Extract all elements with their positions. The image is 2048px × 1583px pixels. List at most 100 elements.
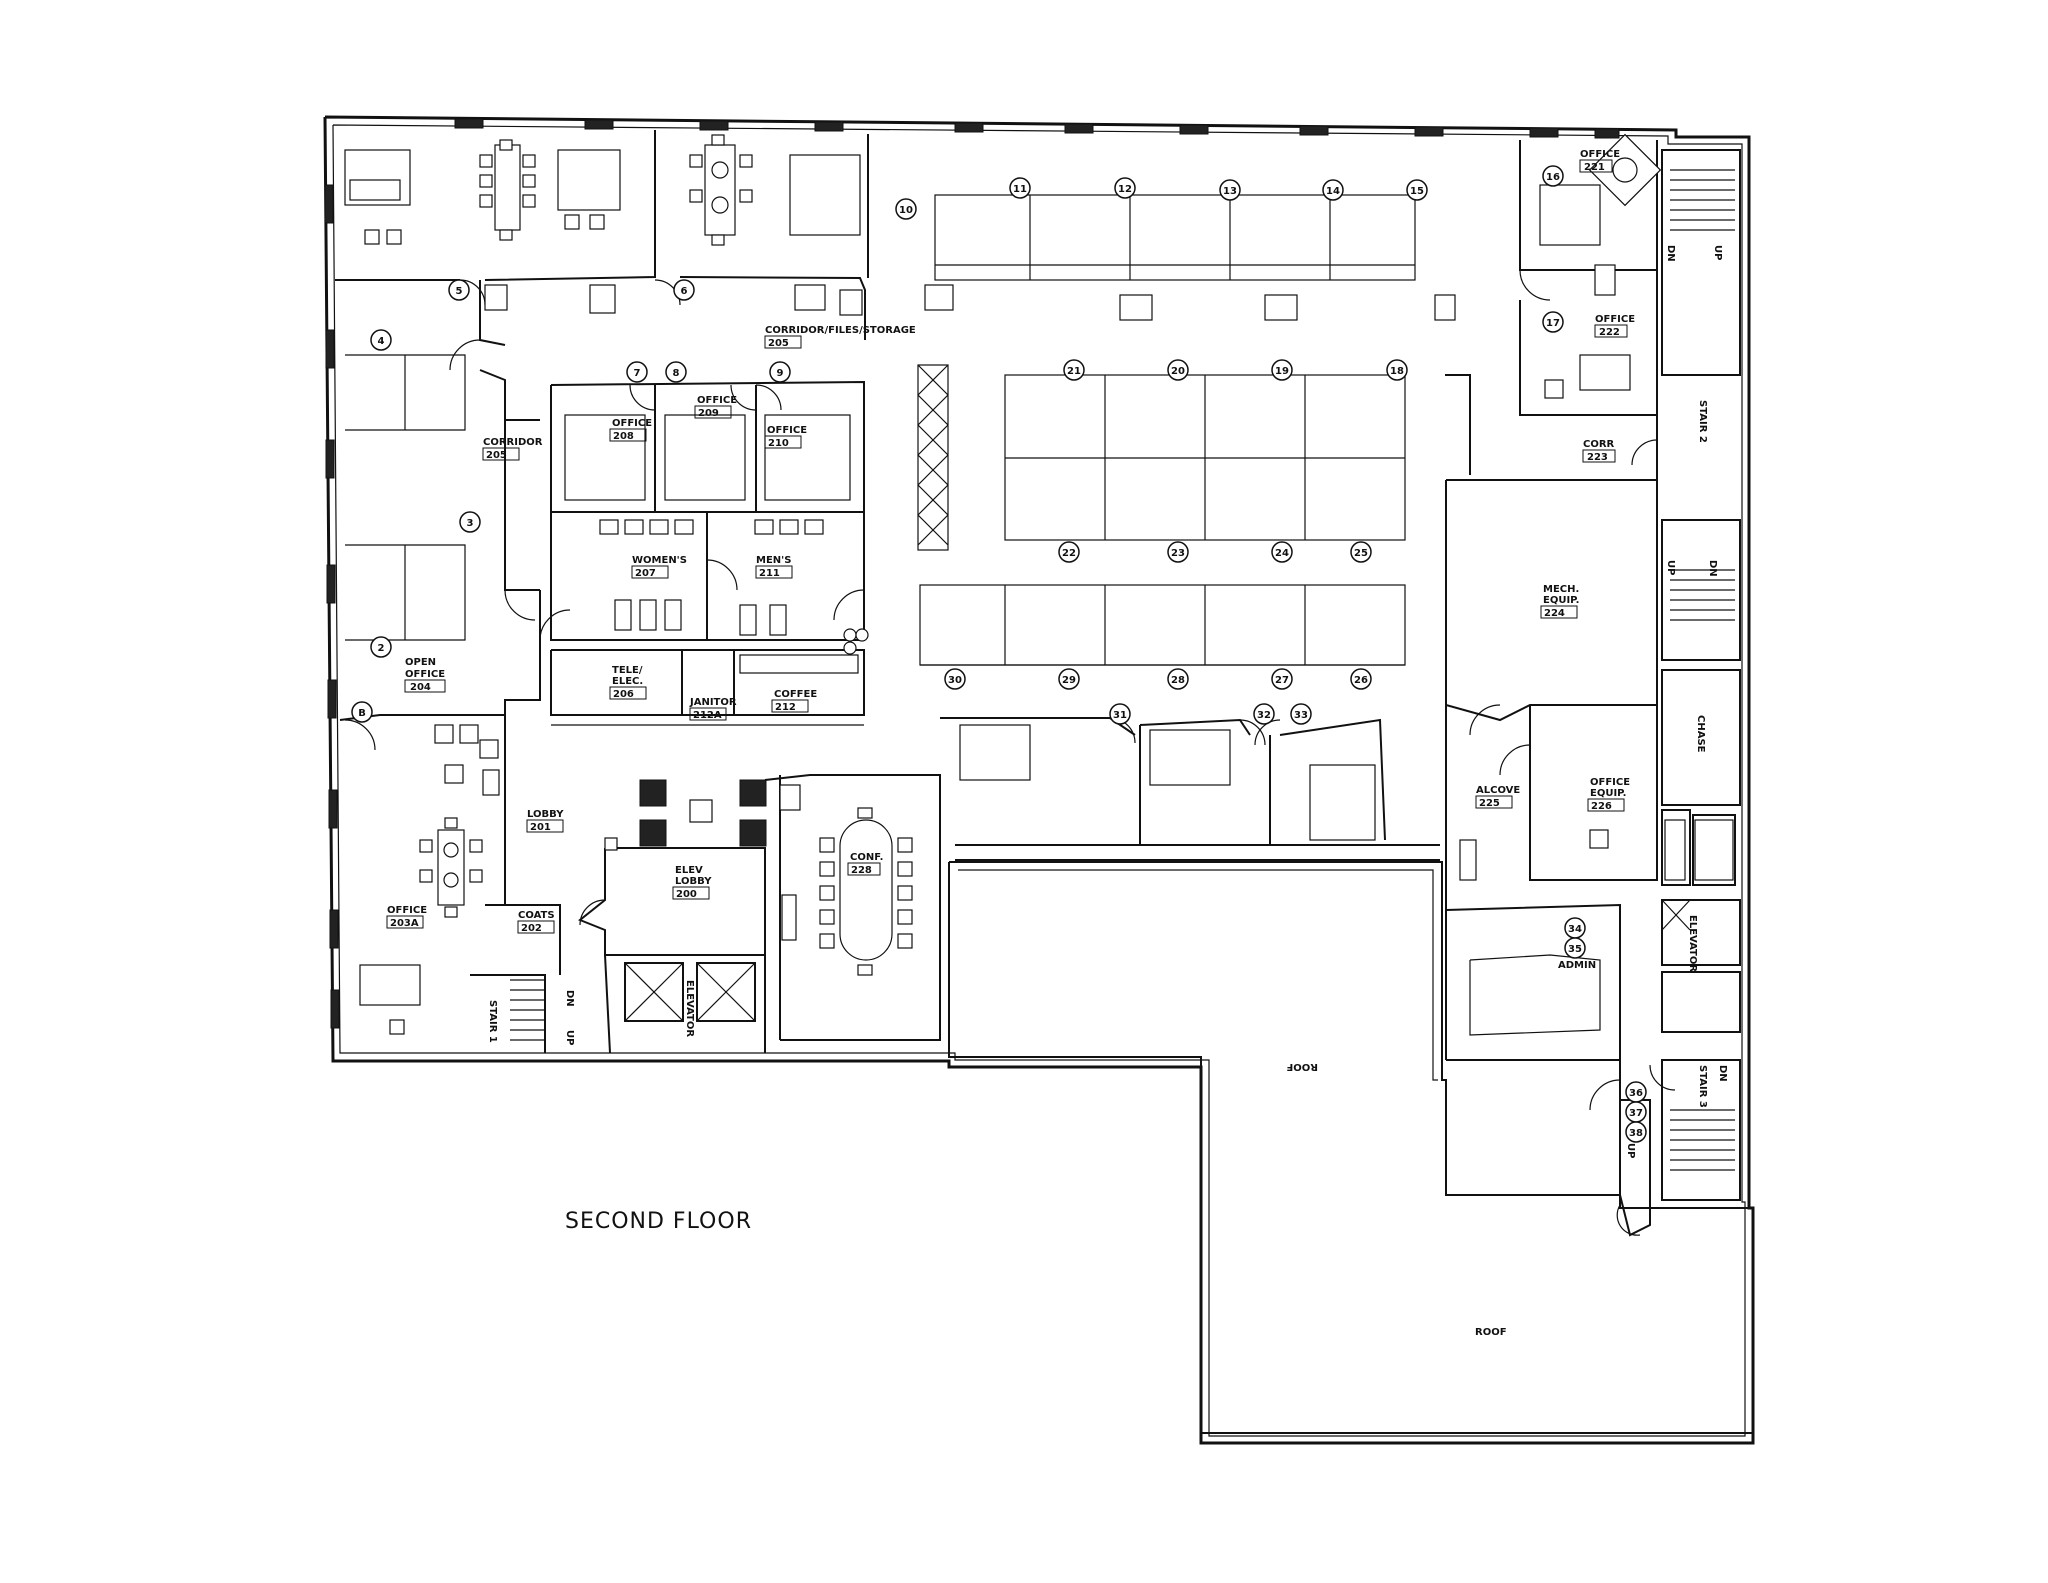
floor-title: SECOND FLOOR — [565, 1209, 752, 1234]
tag-13: 13 — [1219, 179, 1241, 201]
door-swings — [344, 269, 1676, 1236]
tag-number: 32 — [1257, 710, 1271, 721]
room-name: TELE/ — [612, 665, 643, 676]
room-office-221: OFFICE 221 — [1579, 149, 1620, 173]
tag-number: 30 — [948, 675, 962, 686]
furniture — [344, 133, 1734, 1036]
room-number: 221 — [1584, 162, 1605, 173]
tag-22: 22 — [1058, 541, 1080, 563]
room-number: 202 — [521, 923, 542, 934]
room-office-210: OFFICE 210 — [764, 425, 807, 449]
tag-23: 23 — [1167, 541, 1189, 563]
tag-number: 22 — [1062, 548, 1076, 559]
room-labels: OPEN OFFICE 204 CORRIDOR 205 CORRIDOR/FI… — [386, 149, 1728, 1158]
room-name: ELEV — [675, 865, 703, 876]
elevator-label-2: ELEVATOR — [1687, 915, 1698, 972]
tag-20: 20 — [1167, 359, 1189, 381]
tag-18: 18 — [1386, 359, 1408, 381]
tag-number: 20 — [1171, 366, 1185, 377]
room-office-equip-226: OFFICE EQUIP. 226 — [1587, 777, 1630, 812]
room-name: OFFICE — [767, 425, 807, 436]
room-number: 226 — [1591, 801, 1612, 812]
room-number: 209 — [698, 408, 719, 419]
tag-21: 21 — [1063, 359, 1085, 381]
room-number: 224 — [1544, 608, 1565, 619]
room-lobby-201: LOBBY 201 — [526, 809, 564, 833]
room-name: EQUIP. — [1590, 788, 1626, 799]
roof-area: ROOF ROOF — [948, 861, 1754, 1434]
tag-number: 29 — [1062, 675, 1076, 686]
room-open-office-204: OPEN OFFICE 204 — [404, 657, 446, 693]
tag-4: 4 — [370, 329, 392, 351]
room-office-203a: OFFICE 203A — [386, 905, 427, 929]
room-womens-207: WOMEN'S 207 — [631, 555, 687, 579]
room-office-209: OFFICE 209 — [694, 395, 737, 419]
room-name: EQUIP. — [1543, 595, 1579, 606]
tag-circle — [1625, 1121, 1647, 1143]
tag-33: 33 — [1290, 703, 1312, 725]
tag-circle — [626, 361, 648, 383]
building-shell — [323, 115, 1755, 1445]
tag-circle — [1290, 703, 1312, 725]
interior-walls — [335, 130, 1741, 1237]
tag-circle — [673, 279, 695, 301]
room-name: WOMEN'S — [632, 555, 687, 566]
tag-number: 28 — [1171, 675, 1185, 686]
room-office-208: OFFICE 208 — [609, 418, 652, 442]
tag-circle — [459, 511, 481, 533]
tag-7: 7 — [626, 361, 648, 383]
tag-number: 5 — [456, 286, 463, 297]
room-name: OFFICE — [405, 669, 445, 680]
room-elev-lobby-200: ELEV LOBBY 200 — [672, 865, 712, 900]
tag-27: 27 — [1271, 668, 1293, 690]
tag-circle — [769, 361, 791, 383]
tag-10: 10 — [895, 198, 917, 220]
room-number: 210 — [768, 438, 789, 449]
tag-37: 37 — [1625, 1101, 1647, 1123]
room-number: 207 — [635, 568, 656, 579]
room-coats-202: COATS 202 — [517, 910, 555, 934]
room-number: 228 — [851, 865, 872, 876]
tag-number: 2 — [378, 643, 385, 654]
tag-31: 31 — [1109, 703, 1131, 725]
tag-30: 30 — [944, 668, 966, 690]
tag-number: 16 — [1546, 172, 1560, 183]
room-mens-211: MEN'S 211 — [755, 555, 793, 579]
room-mech-equip-224: MECH. EQUIP. 224 — [1540, 584, 1579, 619]
stair-2-up: UP — [1712, 245, 1723, 260]
room-number: 205 — [768, 338, 789, 349]
tag-38: 38 — [1625, 1121, 1647, 1143]
tag-number: 21 — [1067, 366, 1081, 377]
room-office-222: OFFICE 222 — [1594, 314, 1635, 338]
tag-number: 37 — [1629, 1108, 1643, 1119]
tag-19: 19 — [1271, 359, 1293, 381]
room-conf-228: CONF. 228 — [847, 852, 883, 876]
room-name: OFFICE — [1580, 149, 1620, 160]
tag-circle — [1063, 359, 1085, 381]
tag-34: 34 — [1564, 917, 1586, 939]
tag-circle — [1114, 177, 1136, 199]
room-number: 223 — [1587, 452, 1608, 463]
tag-circle — [665, 361, 687, 383]
tag-17: 17 — [1542, 311, 1564, 333]
tag-circle — [1167, 668, 1189, 690]
tag-circle — [1350, 541, 1372, 563]
tag-number: 36 — [1629, 1088, 1643, 1099]
stair-3-up: UP — [1625, 1143, 1636, 1158]
tag-circle — [944, 668, 966, 690]
tag-14: 14 — [1322, 179, 1344, 201]
room-janitor-212a: JANITOR 212A — [689, 697, 737, 721]
room-name: ALCOVE — [1476, 785, 1520, 796]
room-coffee-212: COFFEE 212 — [771, 689, 817, 713]
tag-number: 17 — [1546, 318, 1560, 329]
tag-B: B — [351, 701, 373, 723]
room-tele-elec-206: TELE/ ELEC. 206 — [609, 665, 647, 700]
room-number: 208 — [613, 431, 634, 442]
tag-circle — [370, 329, 392, 351]
tag-number: 15 — [1410, 186, 1424, 197]
tag-circle — [895, 198, 917, 220]
tag-6: 6 — [673, 279, 695, 301]
tag-24: 24 — [1271, 541, 1293, 563]
tag-circle — [370, 636, 392, 658]
